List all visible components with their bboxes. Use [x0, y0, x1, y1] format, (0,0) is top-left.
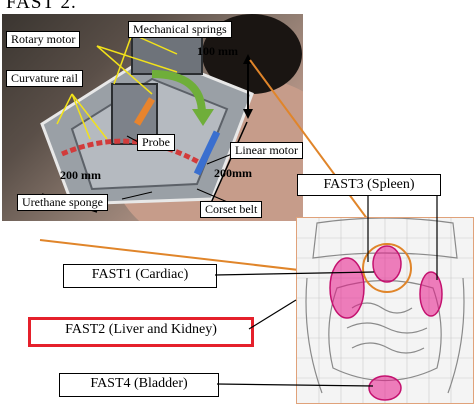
- label-fast2: FAST2 (Liver and Kidney): [28, 317, 254, 347]
- leader-fast1: [214, 271, 375, 276]
- label-probe: Probe: [137, 134, 175, 151]
- pointer-rotary-2: [96, 45, 178, 73]
- pointer-rail-2: [71, 93, 108, 140]
- anatomy-figure: [296, 217, 474, 404]
- label-linear-motor: Linear motor: [230, 142, 303, 159]
- probe-arrow: [133, 97, 156, 126]
- heart-ring: [362, 243, 412, 293]
- target-spleen: [419, 271, 443, 317]
- rotation-arrow: [151, 70, 206, 115]
- robot-photo: Rotary motor Mechanical springs Curvatur…: [2, 14, 303, 221]
- label-fast4: FAST4 (Bladder): [59, 373, 219, 397]
- connector-upper: [249, 59, 386, 244]
- linear-arrow: [193, 130, 221, 176]
- leader-fast2: [248, 299, 297, 330]
- pointer-rotary-1: [96, 45, 153, 95]
- label-curvature-rail: Curvature rail: [6, 70, 83, 87]
- pointer-springs-1: [113, 33, 133, 85]
- dim-width-left: 200 mm: [60, 168, 101, 182]
- pointer-rail-3: [56, 93, 73, 125]
- label-mechanical-springs: Mechanical springs: [128, 21, 232, 38]
- pointer-rail-1: [71, 93, 91, 140]
- sponge-leader: [121, 191, 153, 200]
- curvature-arrow: [61, 138, 204, 167]
- label-rotary-motor: Rotary motor: [6, 31, 81, 48]
- label-fast3: FAST3 (Spleen): [297, 174, 441, 196]
- target-heart: [372, 245, 402, 283]
- leader-fast4: [216, 383, 374, 387]
- height-dim-bottom: [243, 109, 253, 119]
- rotation-arrow-head: [192, 109, 214, 126]
- page-header: FAST 2.: [6, 0, 77, 13]
- target-bladder: [368, 375, 402, 401]
- width-right-dim-line: [206, 121, 248, 213]
- dim-height: 100 mm: [197, 44, 238, 58]
- label-corset-belt: Corset belt: [200, 201, 263, 218]
- linear-motor-leader: [206, 153, 233, 165]
- label-fast1: FAST1 (Cardiac): [63, 264, 217, 288]
- robot-illustration: [40, 14, 303, 221]
- dim-width-right: 200mm: [214, 166, 252, 180]
- label-urethane-sponge: Urethane sponge: [17, 194, 108, 211]
